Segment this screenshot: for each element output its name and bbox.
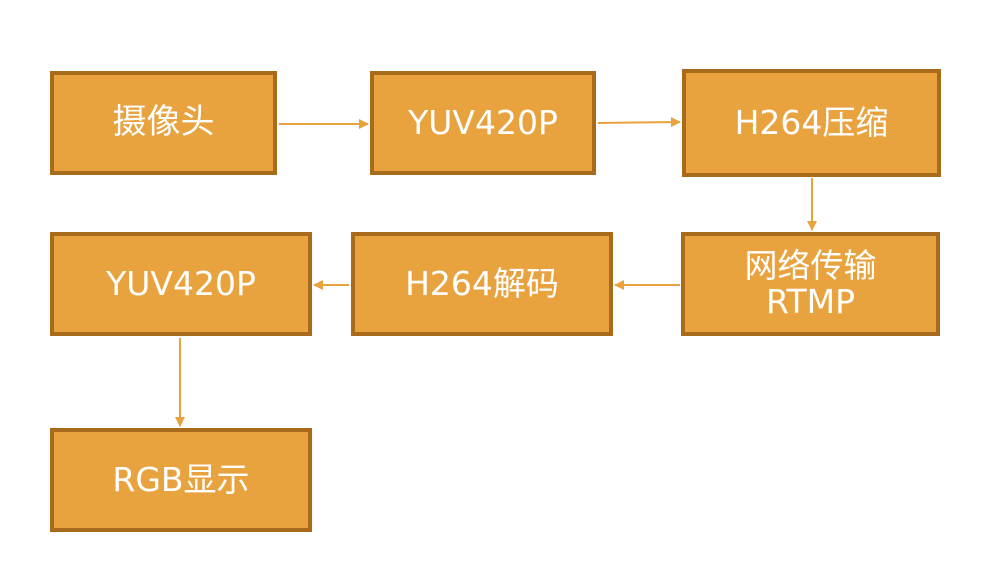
node-yuv420p-top-label: YUV420P bbox=[408, 102, 558, 142]
node-h264-decode: H264解码 bbox=[351, 232, 613, 336]
node-network-label-line2: RTMP bbox=[765, 282, 856, 321]
node-camera: 摄像头 bbox=[50, 71, 277, 175]
node-rgb-display-label: RGB显示 bbox=[112, 459, 250, 499]
node-network-label-line1: 网络传输 bbox=[744, 245, 877, 285]
node-rgb-display: RGB显示 bbox=[50, 428, 312, 532]
node-yuv420p-bottom: YUV420P bbox=[50, 232, 312, 336]
node-yuv420p-top: YUV420P bbox=[370, 71, 596, 175]
node-camera-label: 摄像头 bbox=[112, 102, 215, 143]
node-h264-decode-label: H264解码 bbox=[405, 263, 559, 303]
node-h264-encode-label: H264压缩 bbox=[734, 102, 889, 142]
node-h264-encode: H264压缩 bbox=[682, 69, 941, 177]
arrow-yuv-to-h264-encode bbox=[597, 117, 681, 128]
node-yuv420p-bottom-label: YUV420P bbox=[106, 263, 256, 303]
node-network-transfer: 网络传输 RTMP bbox=[681, 232, 940, 336]
